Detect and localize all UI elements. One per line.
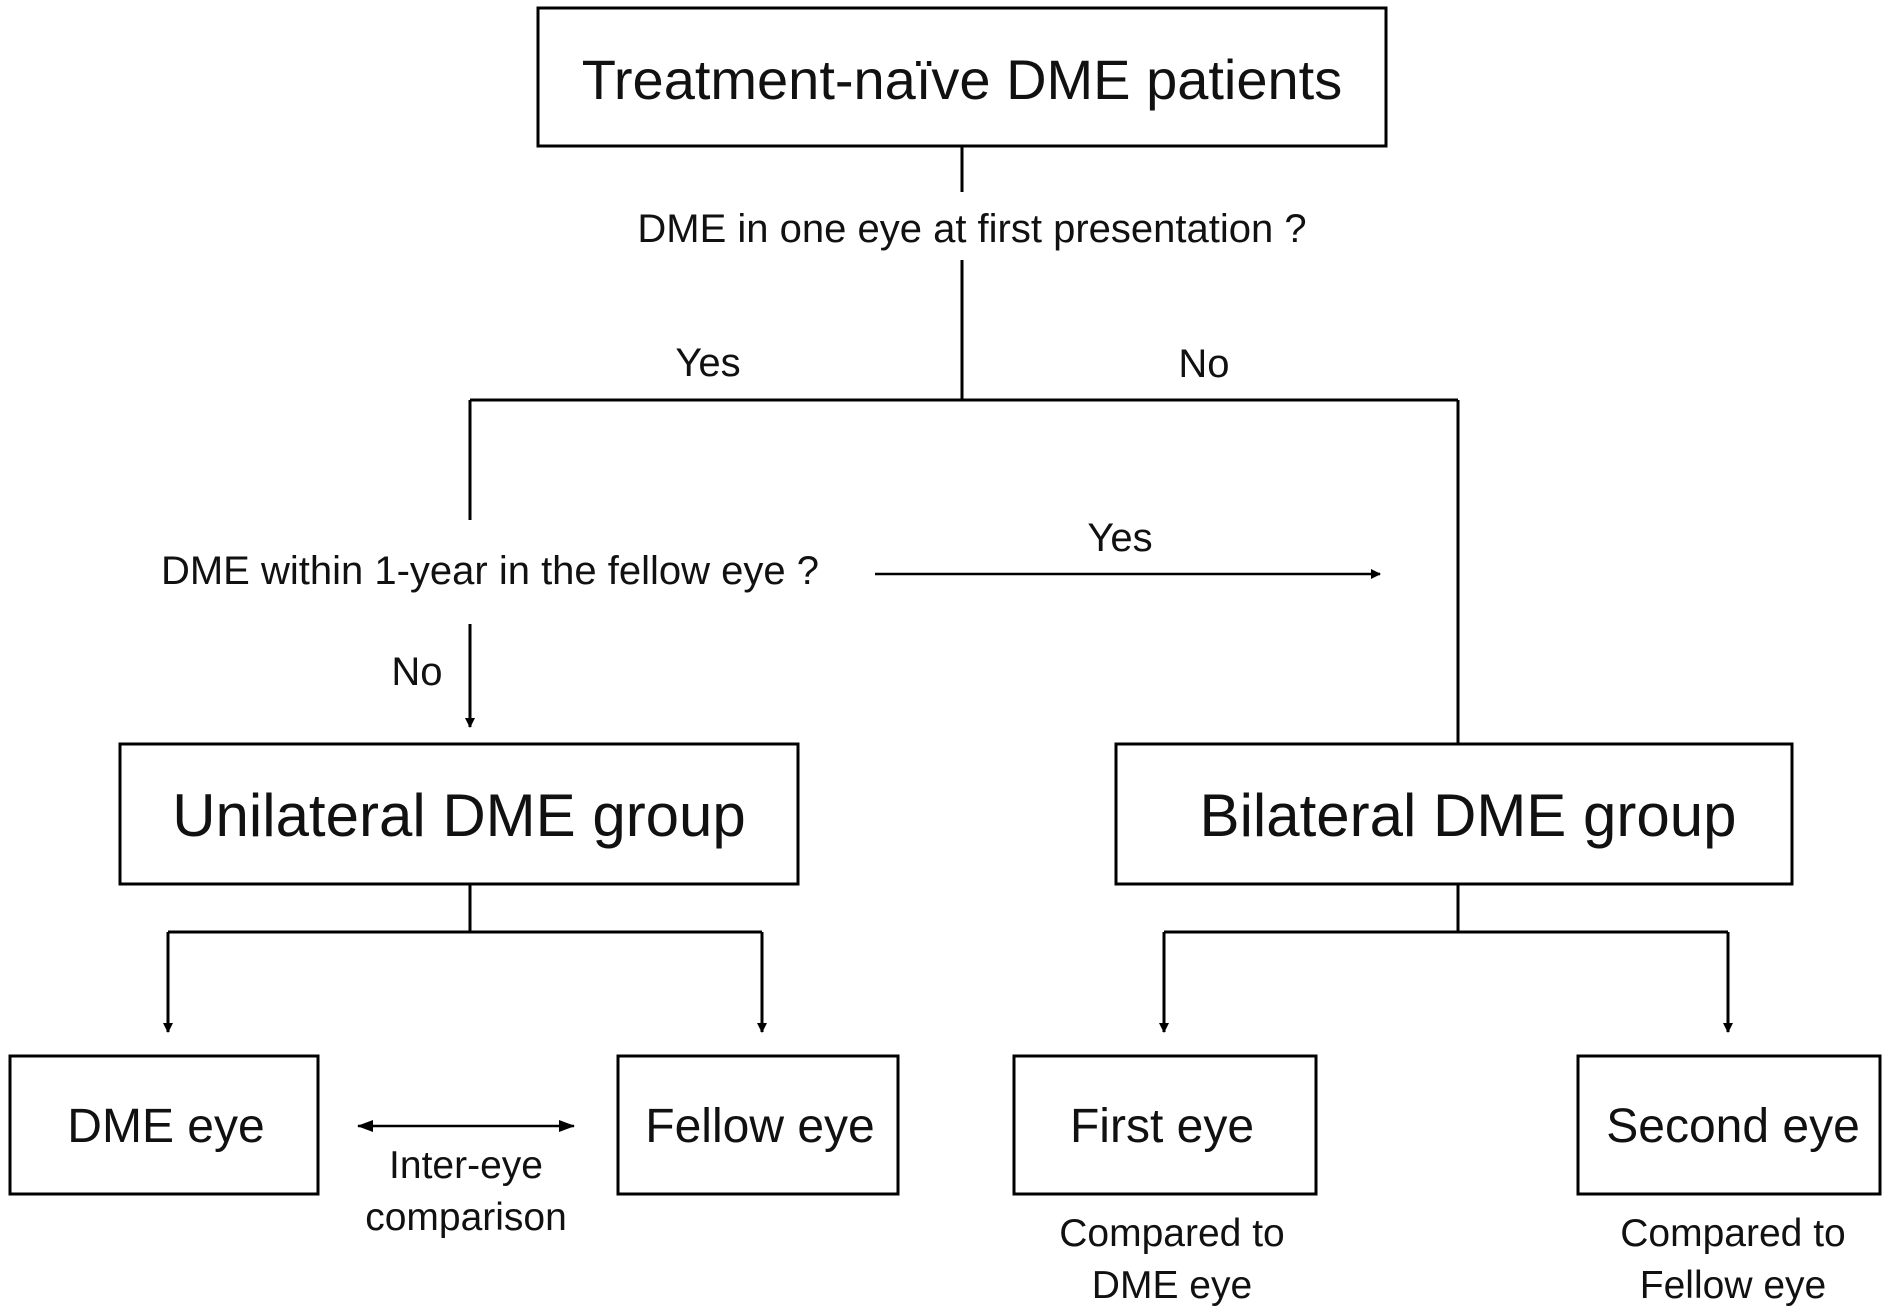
unilateral-group-box <box>118 742 800 886</box>
first-eye-note-line-2: DME eye <box>1092 1264 1252 1307</box>
dme-eye-box <box>8 1054 320 1196</box>
question1-yes-label: Yes <box>675 341 740 385</box>
comparison-line-1: Inter-eye <box>389 1144 543 1187</box>
unilateral-group-label: Unilateral DME group <box>172 782 746 849</box>
dme-eye-label: DME eye <box>67 1100 264 1153</box>
comparison-line-2: comparison <box>365 1196 567 1239</box>
root-label: Treatment-naïve DME patients <box>582 48 1342 111</box>
fellow-eye-label: Fellow eye <box>645 1100 874 1153</box>
second-eye-box <box>1576 1054 1882 1196</box>
first-eye-box <box>1012 1054 1318 1196</box>
second-eye-note-line-2: Fellow eye <box>1640 1264 1826 1307</box>
question2-text: DME within 1-year in the fellow eye ? <box>161 549 819 593</box>
bilateral-group-box <box>1114 742 1794 886</box>
first-eye-note-line-1: Compared to <box>1059 1212 1284 1255</box>
question1-no-label: No <box>1178 342 1229 386</box>
question1-text: DME in one eye at first presentation ? <box>637 207 1306 251</box>
bilateral-group-label: Bilateral DME group <box>1200 782 1737 849</box>
fellow-eye-box <box>616 1054 900 1196</box>
root-box <box>536 6 1388 148</box>
question2-no-label: No <box>391 650 442 694</box>
first-eye-label: First eye <box>1070 1100 1254 1153</box>
second-eye-label: Second eye <box>1606 1100 1860 1153</box>
second-eye-note-line-1: Compared to <box>1620 1212 1845 1255</box>
question2-yes-label: Yes <box>1087 516 1152 560</box>
